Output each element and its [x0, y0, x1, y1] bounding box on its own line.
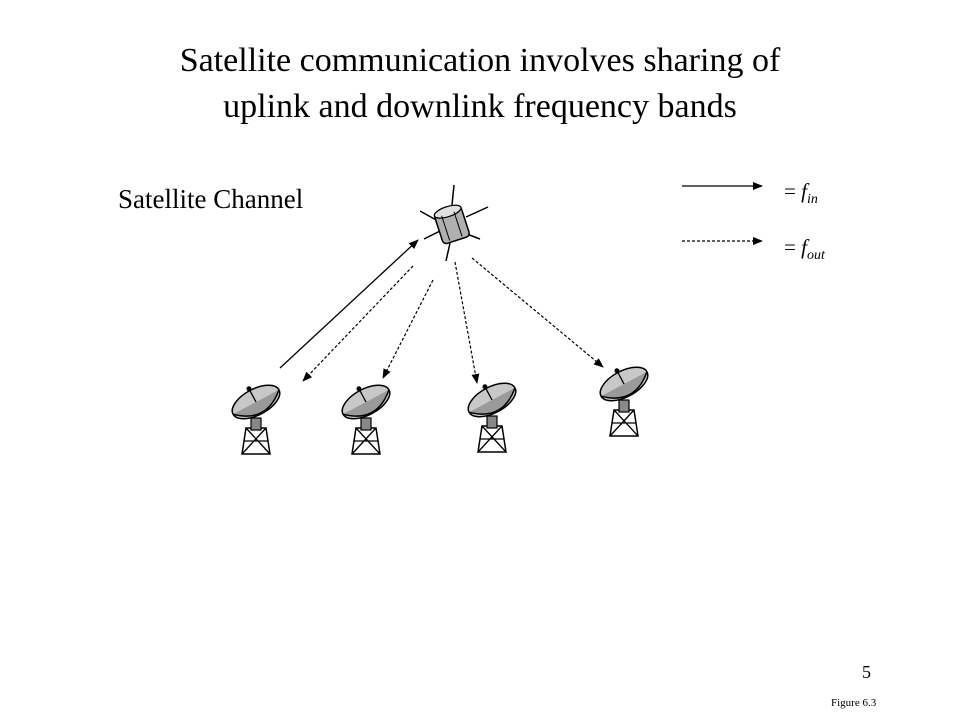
satellite-channel-label: Satellite Channel — [118, 184, 304, 214]
title-line-2: uplink and downlink frequency bands — [223, 88, 737, 125]
downlink-arrow-4 — [471, 257, 604, 368]
legend-uplink-label: = fin — [784, 179, 818, 208]
page-title: Satellite communication involves sharing… — [0, 38, 960, 130]
downlink-arrow-1 — [302, 265, 414, 382]
uplink-arrow — [279, 239, 419, 369]
figure-label: Figure 6.3 — [831, 697, 877, 709]
title-line-1: Satellite communication involves sharing… — [179, 42, 781, 79]
downlink-arrow-2 — [382, 279, 434, 379]
downlink-arrow-3 — [454, 261, 480, 384]
satellite-dish-icon — [224, 373, 286, 455]
page-number: 5 — [862, 662, 871, 682]
satellite-dish-icon — [592, 355, 654, 437]
satellite-icon — [419, 184, 489, 262]
legend-downlink-label: = fout — [784, 235, 825, 264]
satellite-dish-icon — [334, 373, 396, 455]
satellite-dish-icon — [460, 371, 522, 453]
